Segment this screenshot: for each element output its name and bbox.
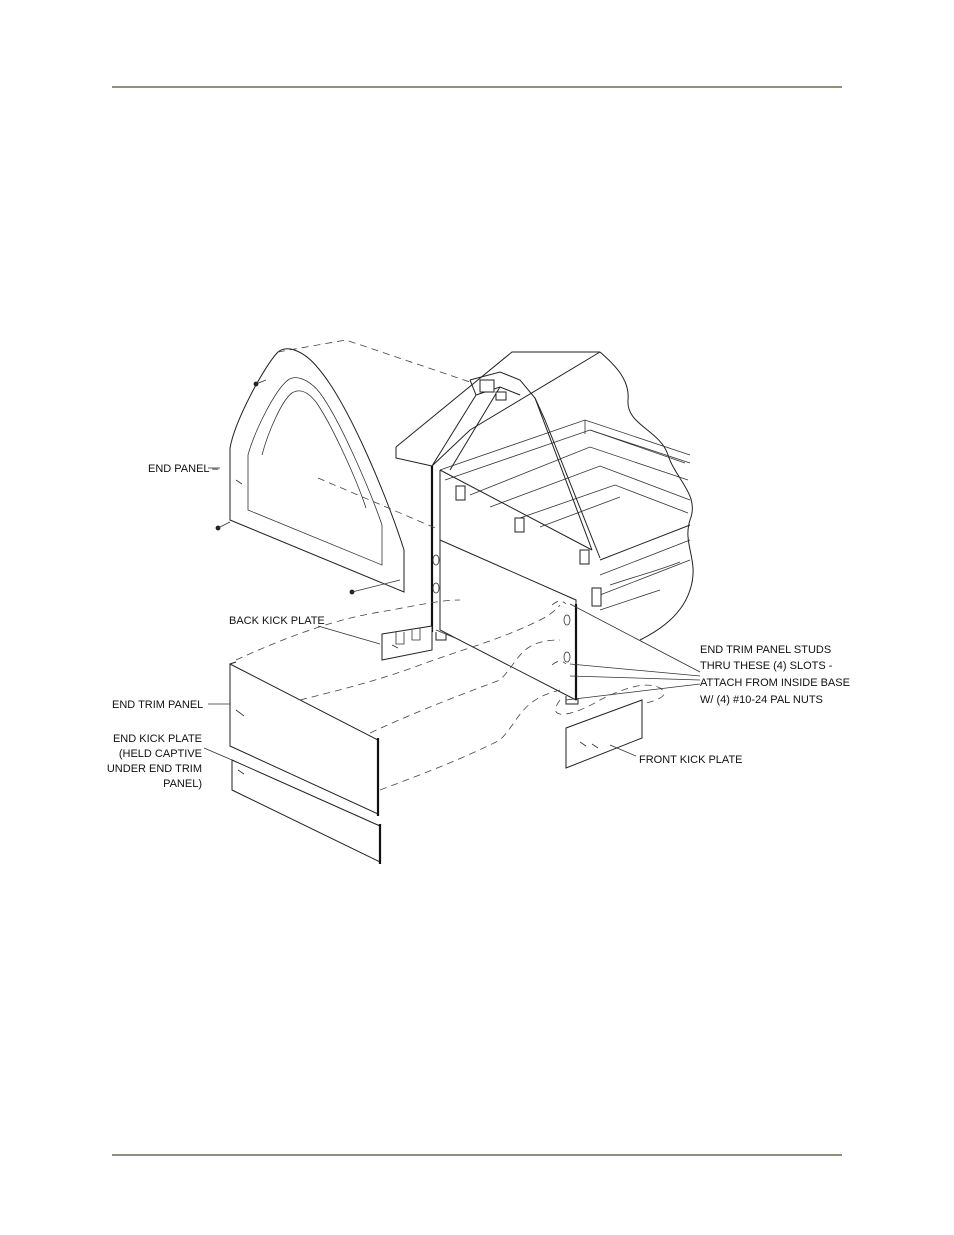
- studs-note-line-3: ATTACH FROM INSIDE BASE: [700, 677, 850, 689]
- back-kick-plate: [381, 625, 461, 661]
- end-kick-plate-line-2: (HELD CAPTIVE: [119, 748, 202, 760]
- end-kick-plate-line-1: END KICK PLATE: [113, 733, 202, 745]
- label-end-kick-plate: END KICK PLATE (HELD CAPTIVE UNDER END T…: [107, 733, 202, 790]
- label-front-kick-plate: FRONT KICK PLATE: [639, 754, 743, 766]
- studs-note-line-2: THRU THESE (4) SLOTS -: [700, 660, 833, 672]
- footer-rule: [112, 1154, 842, 1156]
- end-trim-panel: [229, 599, 567, 816]
- label-back-kick-plate: BACK KICK PLATE: [229, 615, 325, 627]
- label-studs-note: END TRIM PANEL STUDS THRU THESE (4) SLOT…: [700, 644, 850, 706]
- sneeze-guard: [431, 371, 601, 559]
- studs-note-line-4: W/ (4) #10-24 PAL NUTS: [700, 694, 823, 706]
- end-kick-plate-line-3: UNDER END TRIM: [107, 763, 202, 775]
- header-rule: [112, 86, 842, 88]
- leader-lines: [203, 467, 701, 761]
- end-panel: [215, 339, 471, 595]
- front-kick-plate: [555, 684, 665, 769]
- end-kick-plate-line-4: PANEL): [163, 778, 202, 790]
- label-end-panel: END PANEL –: [148, 463, 219, 475]
- studs-note-line-1: END TRIM PANEL STUDS: [700, 644, 831, 656]
- label-end-trim-panel: END TRIM PANEL: [112, 699, 203, 711]
- cabinet-body: [395, 351, 694, 705]
- end-kick-plate: [231, 759, 382, 864]
